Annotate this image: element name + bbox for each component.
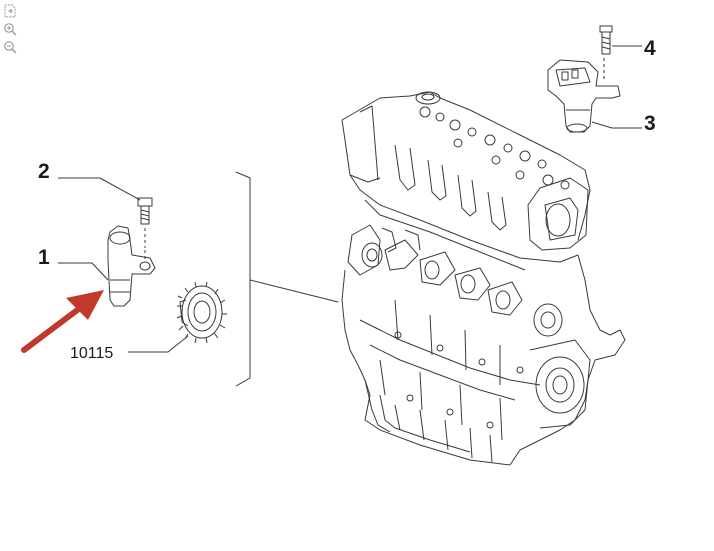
part-3-camshaft-sensor	[547, 58, 621, 133]
callout-1: 1	[38, 246, 50, 269]
viewer-toolbar	[3, 4, 19, 58]
part-4-screw	[599, 25, 613, 55]
fit-page-icon[interactable]	[3, 4, 17, 18]
part-2-screw	[137, 197, 153, 248]
leader-line-3	[591, 121, 642, 129]
part-1-crankshaft-sensor	[107, 225, 156, 307]
callout-10115: 10115	[70, 345, 113, 362]
leader-line-1	[58, 262, 109, 281]
leader-line-10115	[128, 335, 189, 353]
leader-line-2	[58, 177, 141, 201]
callout-3: 3	[644, 112, 656, 135]
zoom-out-icon[interactable]	[3, 40, 17, 54]
pointer-arrow	[21, 290, 104, 353]
reference-bracket	[235, 171, 339, 387]
callout-2: 2	[38, 160, 50, 183]
callout-4: 4	[644, 37, 656, 60]
engine-block-drawing	[341, 91, 626, 466]
part-10115-gear	[176, 281, 227, 344]
zoom-in-icon[interactable]	[3, 22, 17, 36]
